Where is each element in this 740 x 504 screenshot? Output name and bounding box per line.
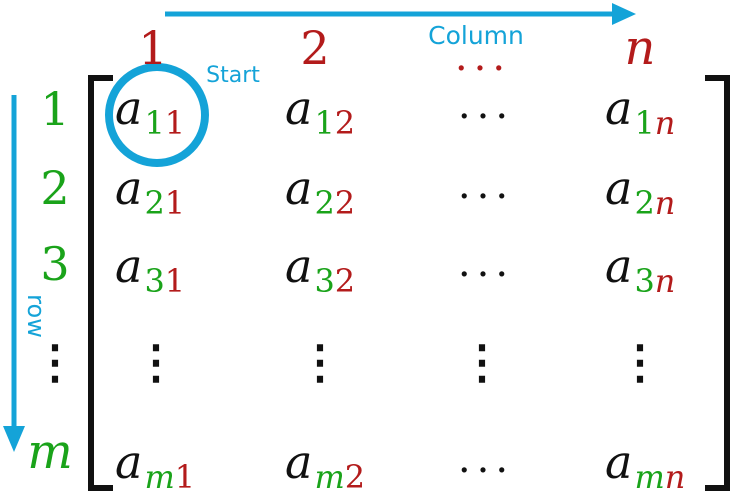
row-subscript: 2 bbox=[314, 184, 334, 222]
matrix-element: a31 bbox=[115, 239, 185, 300]
col-subscript: n bbox=[655, 262, 676, 300]
row-header: m bbox=[27, 424, 73, 480]
column-header: n bbox=[625, 20, 656, 76]
matrix-vdots: ⋮ bbox=[297, 335, 343, 389]
matrix-element-symbol: a bbox=[115, 239, 142, 293]
matrix-element-symbol: a bbox=[605, 435, 632, 489]
col-subscript: 1 bbox=[175, 458, 195, 496]
row-header: 1 bbox=[40, 82, 69, 136]
row-subscript: m bbox=[144, 458, 174, 496]
column-arrow bbox=[165, 3, 636, 25]
col-subscript: 1 bbox=[165, 184, 185, 222]
row-subscript: 1 bbox=[314, 104, 334, 142]
row-subscript: 2 bbox=[634, 184, 654, 222]
matrix-element: amn bbox=[605, 435, 685, 496]
matrix-element: am1 bbox=[115, 435, 195, 496]
row-header: 2 bbox=[40, 161, 69, 215]
matrix-element-symbol: a bbox=[605, 81, 632, 135]
matrix-element-symbol: a bbox=[285, 161, 312, 215]
matrix-element: am2 bbox=[285, 435, 365, 496]
row-subscript: 2 bbox=[144, 184, 164, 222]
matrix-element: a11 bbox=[115, 81, 185, 142]
matrix-element-symbol: a bbox=[605, 161, 632, 215]
row-subscript: m bbox=[634, 458, 664, 496]
matrix-element-symbol: a bbox=[285, 239, 312, 293]
row-header: 3 bbox=[40, 237, 69, 291]
col-subscript: 1 bbox=[165, 262, 185, 300]
left-bracket bbox=[88, 75, 113, 491]
right-bracket bbox=[705, 75, 730, 491]
column-headers: 1 2 ... n bbox=[138, 20, 655, 80]
col-subscript: 2 bbox=[335, 104, 355, 142]
matrix-ellipsis: ... bbox=[458, 162, 514, 208]
row-label: row bbox=[22, 294, 50, 338]
matrix-element: a1n bbox=[605, 81, 675, 142]
matrix-element: a2n bbox=[605, 161, 675, 222]
col-subscript: 2 bbox=[345, 458, 365, 496]
matrix-element-symbol: a bbox=[285, 81, 312, 135]
matrix-vdots: ⋮ bbox=[459, 335, 505, 389]
row-subscript: 3 bbox=[634, 262, 654, 300]
matrix-element-symbol: a bbox=[115, 81, 142, 135]
row-arrow-head bbox=[3, 426, 25, 452]
col-subscript: 1 bbox=[165, 104, 185, 142]
col-subscript: 2 bbox=[335, 262, 355, 300]
col-subscript: n bbox=[655, 184, 676, 222]
row-subscript: 3 bbox=[144, 262, 164, 300]
col-subscript: n bbox=[655, 104, 676, 142]
matrix-element: a12 bbox=[285, 81, 355, 142]
matrix-element: a21 bbox=[115, 161, 185, 222]
matrix-element: a3n bbox=[605, 239, 675, 300]
row-header: ⋮ bbox=[32, 335, 78, 389]
row-headers: 1 2 3 ⋮ m bbox=[27, 82, 78, 480]
column-header: 2 bbox=[300, 21, 329, 75]
column-header: 1 bbox=[138, 21, 167, 75]
row-subscript: 1 bbox=[144, 104, 164, 142]
matrix-element: a32 bbox=[285, 239, 355, 300]
matrix-ellipsis: ... bbox=[458, 436, 514, 482]
column-label: Column bbox=[428, 21, 524, 50]
matrix-element-symbol: a bbox=[605, 239, 632, 293]
start-label: Start bbox=[206, 63, 260, 88]
matrix-vdots: ⋮ bbox=[617, 335, 663, 389]
matrix-element-symbol: a bbox=[285, 435, 312, 489]
matrix-ellipsis: ... bbox=[458, 82, 514, 128]
col-subscript: n bbox=[665, 458, 686, 496]
column-arrow-head bbox=[612, 3, 636, 25]
column-header: ... bbox=[455, 34, 511, 80]
matrix-element-symbol: a bbox=[115, 435, 142, 489]
matrix-vdots: ⋮ bbox=[133, 335, 179, 389]
start-circle bbox=[105, 63, 209, 167]
matrix-element: a22 bbox=[285, 161, 355, 222]
row-arrow bbox=[3, 95, 25, 452]
row-subscript: 3 bbox=[314, 262, 334, 300]
matrix-ellipsis: ... bbox=[458, 240, 514, 286]
col-subscript: 2 bbox=[335, 184, 355, 222]
row-subscript: 1 bbox=[634, 104, 654, 142]
row-subscript: m bbox=[314, 458, 344, 496]
matrix-element-symbol: a bbox=[115, 161, 142, 215]
